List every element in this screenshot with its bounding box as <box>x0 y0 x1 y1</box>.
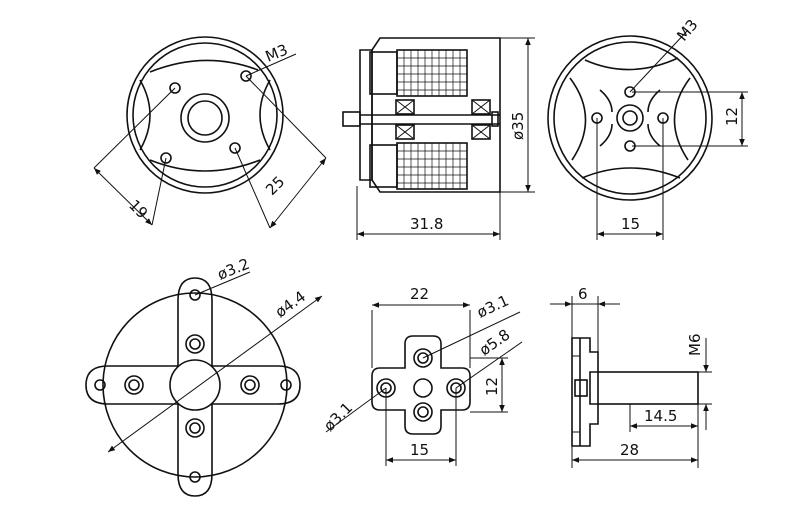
shaft-dim-28: 28 <box>620 441 639 459</box>
shaft-dim-14-5: 14.5 <box>644 407 677 425</box>
side-dim-35: ø35 <box>509 112 527 140</box>
front-dim-25: 25 <box>262 173 288 199</box>
side-dim-31-8: 31.8 <box>410 215 443 233</box>
side-section-view: 31.8 ø35 <box>342 37 535 240</box>
front-dim-19: 19 <box>125 196 151 222</box>
rear-mount-view: M3 12 15 <box>547 16 748 240</box>
prop-adapter-view: 22 ø3.1 ø5.8 12 ø3.1 15 <box>320 285 523 466</box>
adapter-dim-3-1-top: ø3.1 <box>474 291 512 321</box>
adapter-dim-15: 15 <box>410 441 429 459</box>
shaft-dim-m6: M6 <box>686 334 704 357</box>
adapter-dim-22: 22 <box>410 285 429 303</box>
shaft-side-view: 6 M6 14.5 28 <box>550 285 712 468</box>
shaft-dim-6: 6 <box>578 285 588 303</box>
front-m3-label: M3 <box>263 41 291 66</box>
adapter-dim-12: 12 <box>483 377 501 396</box>
cross-mount-view: ø3.2 ø4.4 <box>85 255 323 497</box>
rear-dim-15: 15 <box>621 215 640 233</box>
rear-m3-label: M3 <box>673 16 701 45</box>
rear-dim-12: 12 <box>723 107 741 126</box>
cross-dim-4-4: ø4.4 <box>272 287 309 321</box>
adapter-dim-3-1-left: ø3.1 <box>320 399 356 435</box>
front-mount-view: M3 19 25 <box>93 36 327 229</box>
